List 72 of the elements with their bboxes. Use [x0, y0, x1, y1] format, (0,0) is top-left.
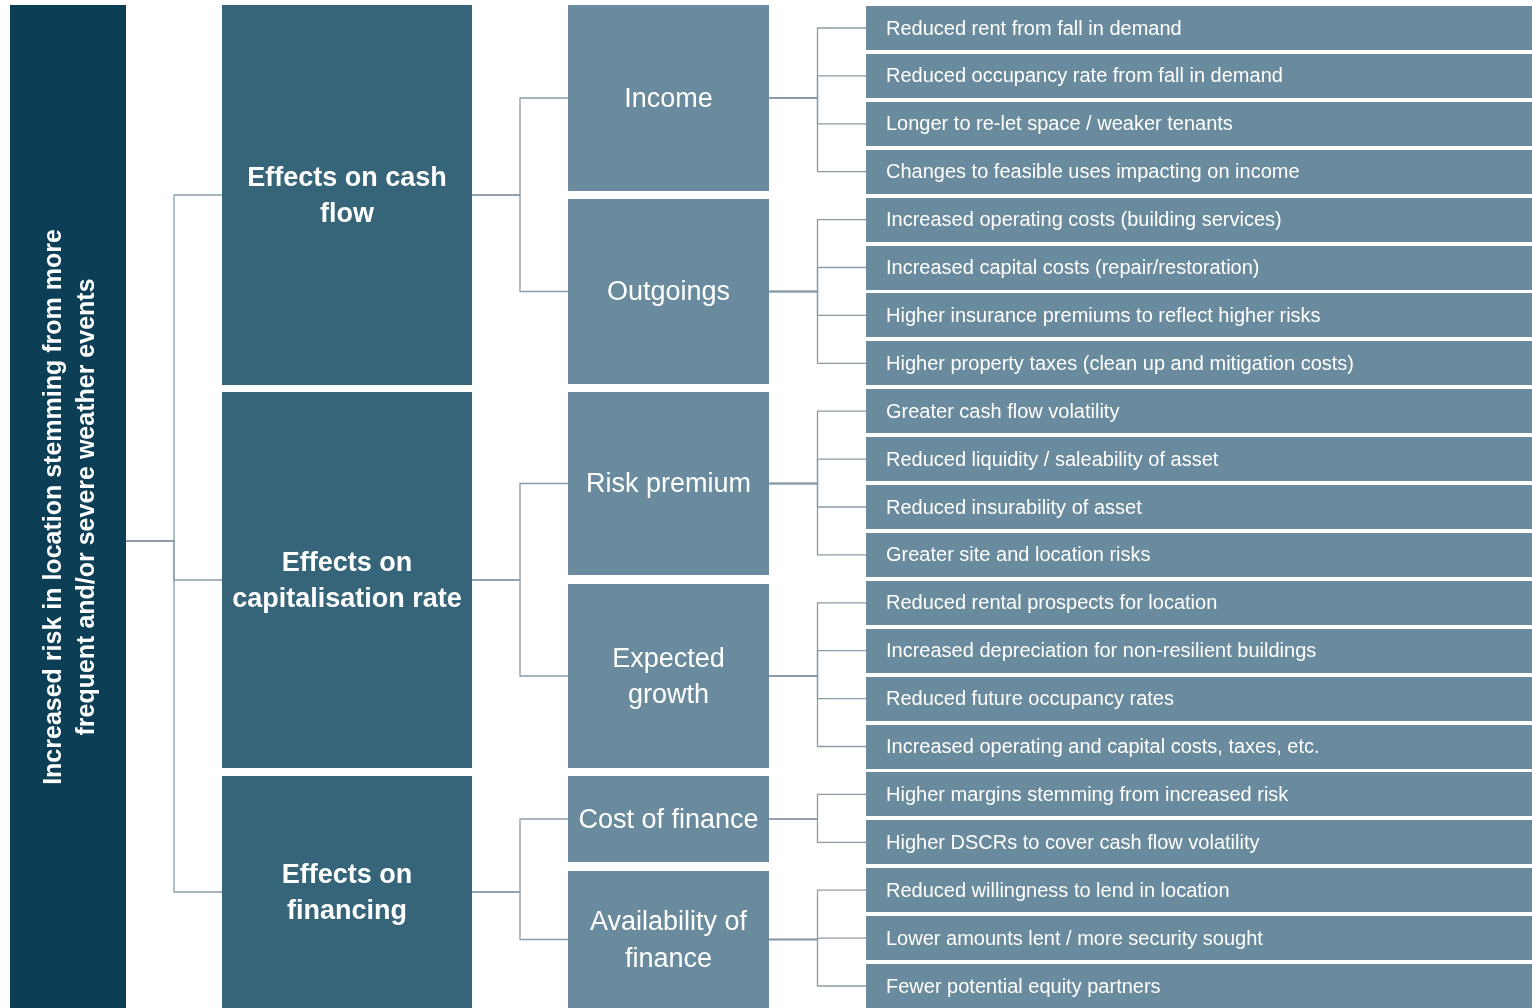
- effect-box: [866, 580, 1532, 625]
- box-label: Effects on capitalisation rate: [231, 545, 463, 615]
- box-label: Risk premium: [586, 467, 751, 501]
- effect-box: [866, 341, 1532, 386]
- subcategory-box: [568, 871, 769, 1008]
- box-label: Outgoings: [606, 275, 731, 309]
- subcategory-box: [568, 776, 769, 862]
- box-label: Increased operating costs (building services): [886, 208, 1282, 232]
- box-label: Increased capital costs (repair/restoration): [886, 256, 1260, 279]
- root-bar: [10, 5, 126, 1008]
- category-box: [222, 776, 472, 1008]
- box-label: Cost of finance: [578, 802, 759, 836]
- box-label: Income: [624, 81, 713, 115]
- connector-line: [768, 818, 867, 843]
- effect-box: [866, 820, 1532, 865]
- box-label: Reduced liquidity / saleability of asset: [886, 447, 1219, 471]
- effect-box: [866, 149, 1532, 194]
- box-label: Higher insurance premiums to reflect higher risks: [886, 303, 1321, 327]
- effect-box: [866, 532, 1532, 577]
- effect-box: [866, 389, 1532, 434]
- box-label: Higher property taxes (clean up and mitigation costs): [886, 351, 1354, 375]
- connector-line: [768, 97, 867, 173]
- effect-box: [866, 437, 1532, 482]
- effect-box: [866, 868, 1532, 913]
- effect-box: [866, 724, 1532, 769]
- effect-box: [866, 245, 1532, 290]
- connector-line: [768, 482, 867, 556]
- connector-line: [125, 540, 223, 893]
- effect-box: [866, 772, 1532, 817]
- box-label: Effects on financing: [280, 857, 414, 927]
- box-label: Greater site and location risks: [886, 543, 1151, 567]
- box-label: Changes to feasible uses impacting on income: [886, 160, 1300, 184]
- effect-box: [866, 964, 1532, 1008]
- connector-line: [471, 891, 569, 941]
- effect-box: [866, 6, 1532, 50]
- box-label: Increased operating and capital costs, taxes, etc.: [886, 735, 1320, 758]
- subcategory-box: [568, 584, 769, 768]
- connector-line: [768, 938, 867, 987]
- box-label: Reduced rent from fall in demand: [886, 16, 1182, 40]
- box-label: Reduced willingness to lend in location: [886, 878, 1230, 902]
- effect-box: [866, 197, 1532, 242]
- box-label: Expected growth: [611, 641, 726, 711]
- effect-box: [866, 485, 1532, 529]
- box-label: Increased depreciation for non-resilient buildings: [886, 639, 1317, 663]
- effect-box: [866, 293, 1532, 338]
- box-label: Effects on cash flow: [246, 160, 448, 230]
- box-label: Longer to re-let space / weaker tenants: [886, 112, 1233, 136]
- subcategory-box: [568, 392, 769, 575]
- subcategory-box: [568, 199, 769, 384]
- category-box: [222, 5, 472, 385]
- box-label: Reduced future occupancy rates: [886, 687, 1174, 711]
- effect-box: [866, 676, 1532, 721]
- connector-line: [471, 579, 569, 677]
- category-box: [222, 392, 472, 768]
- effect-box: [866, 628, 1532, 673]
- connector-line: [471, 194, 569, 293]
- effect-box: [866, 916, 1532, 961]
- connector-line: [768, 290, 867, 364]
- vertical-label: Increased risk in location stemming from more frequent and/or severe weather events: [36, 227, 100, 787]
- subcategory-box: [568, 5, 769, 191]
- box-label: Fewer potential equity partners: [886, 974, 1161, 998]
- box-label: Reduced rental prospects for location: [886, 591, 1218, 615]
- box-label: Availability of finance: [588, 905, 749, 975]
- effect-box: [866, 101, 1532, 146]
- box-label: Greater cash flow volatility: [886, 399, 1120, 423]
- effect-box: [866, 53, 1532, 98]
- connector-line: [768, 675, 867, 748]
- box-label: Higher DSCRs to cover cash flow volatility: [886, 830, 1260, 854]
- box-label: Higher margins stemming from increased risk: [886, 782, 1289, 806]
- box-label: Reduced occupancy rate from fall in demand: [886, 64, 1283, 88]
- box-label: Reduced insurability of asset: [886, 495, 1142, 519]
- box-label: Lower amounts lent / more security sought: [886, 926, 1263, 950]
